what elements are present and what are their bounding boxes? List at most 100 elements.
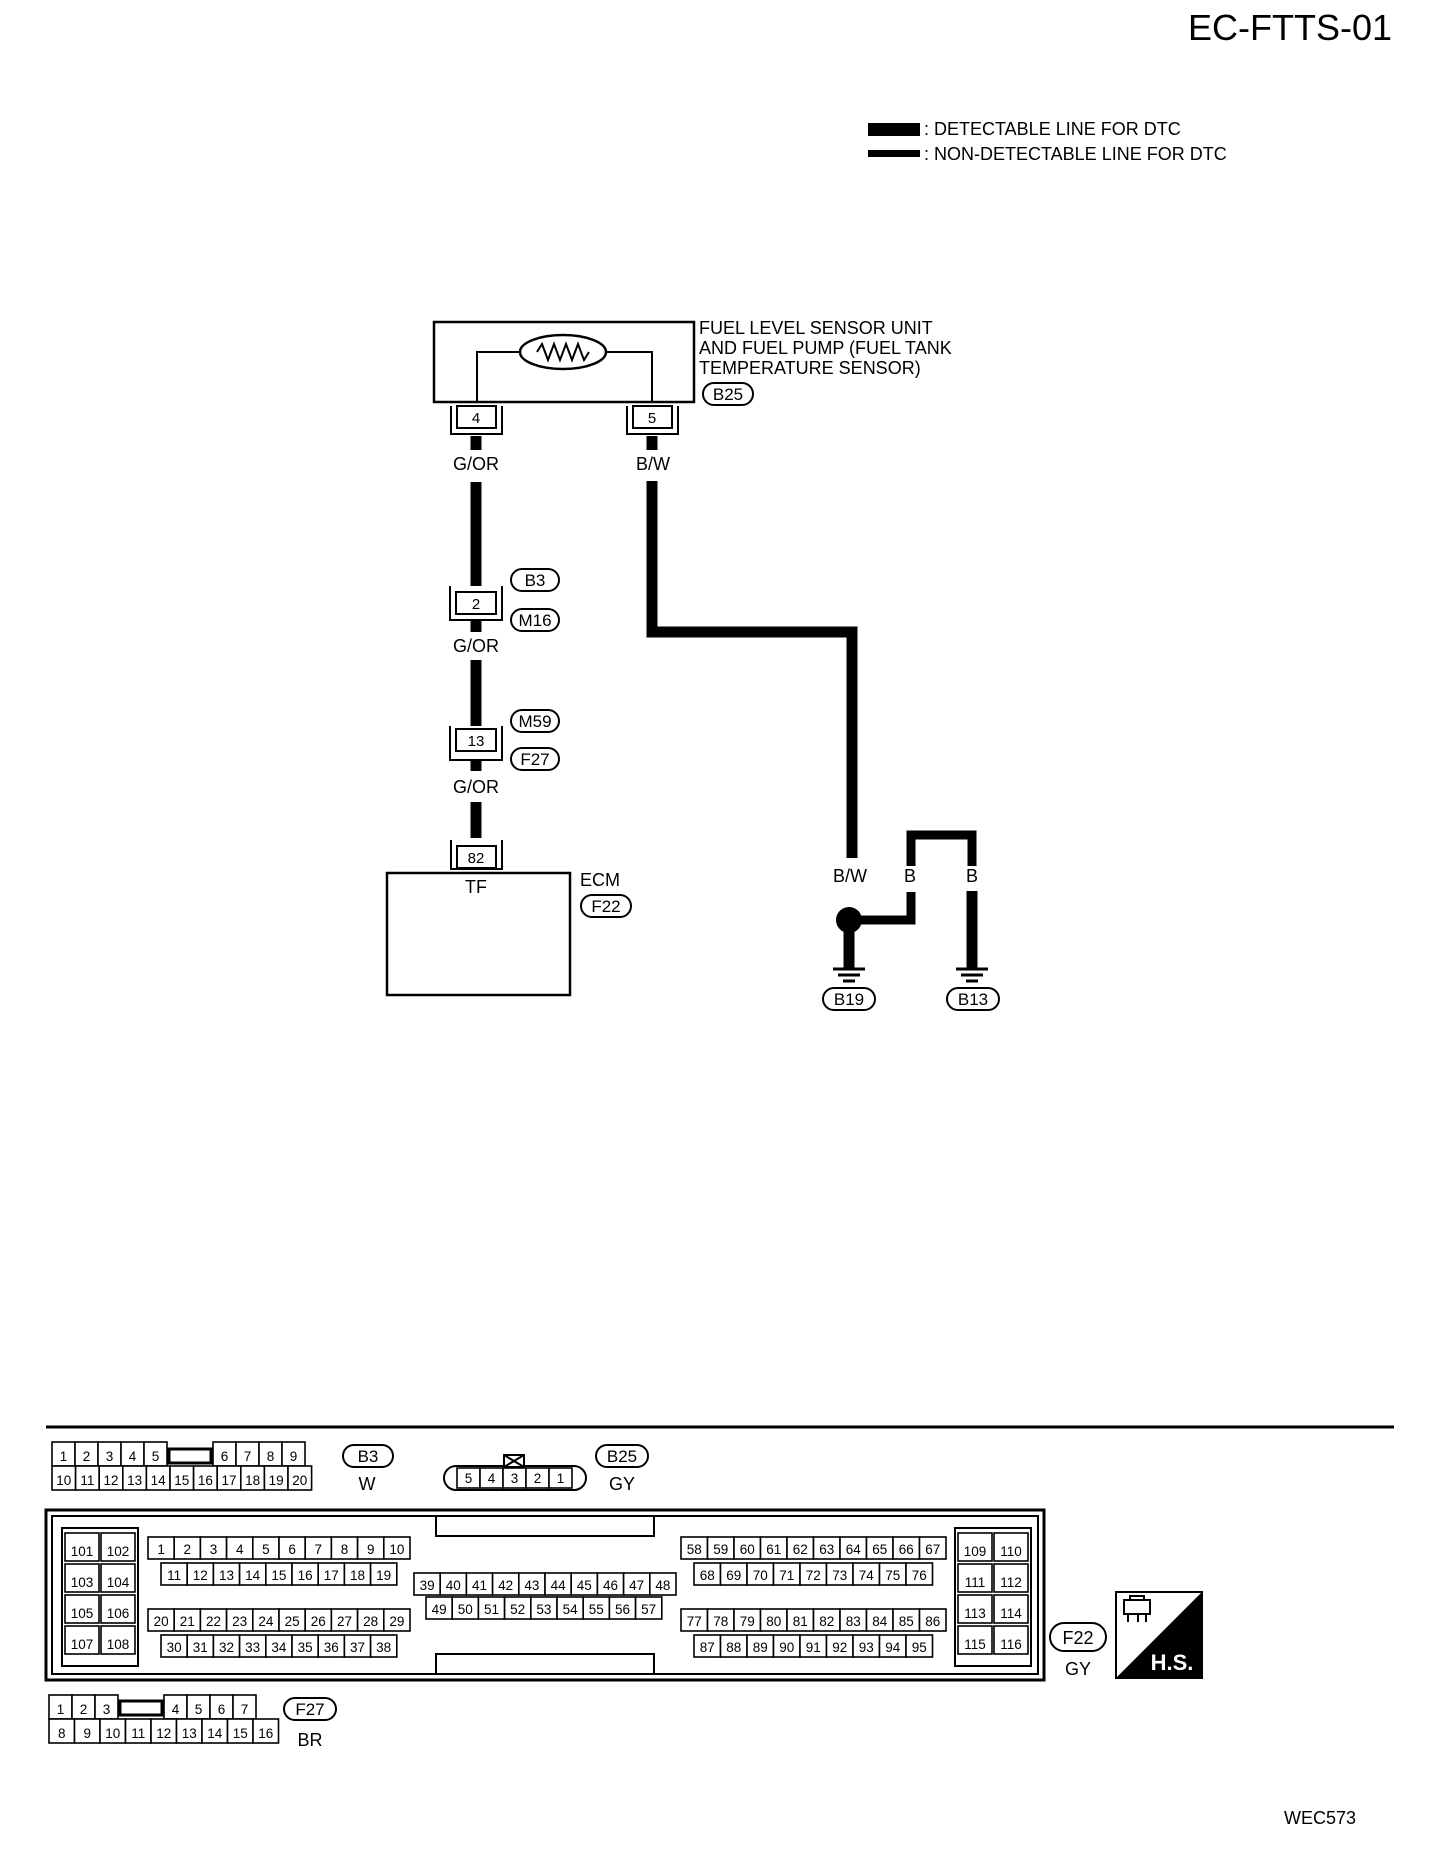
f22-pin-label: 5	[262, 1542, 270, 1557]
b25-pin-label: 2	[534, 1471, 542, 1486]
connector-pill-m59	[510, 709, 560, 733]
f22-pin	[369, 1634, 398, 1658]
f22-pin	[905, 1562, 934, 1586]
f22-pin-label: 4	[236, 1542, 244, 1557]
b3-pin-label: 15	[174, 1473, 189, 1488]
sensor-name-line-2: AND FUEL PUMP (FUEL TANK	[699, 338, 952, 358]
legend-non-detectable-swatch	[868, 150, 920, 157]
wire-color-label: B	[904, 866, 916, 886]
f22-pin	[64, 1594, 100, 1624]
f22-pin-label: 56	[615, 1602, 630, 1617]
f22-pin-label: 78	[713, 1614, 728, 1629]
b3-connector-pill-label: B3	[358, 1447, 379, 1466]
legend-detectable-swatch	[868, 123, 920, 136]
ecm-box: 82 TF ECM F22	[385, 840, 632, 997]
f22-pin-label: 93	[859, 1640, 874, 1655]
b3-pin-label: 18	[245, 1473, 260, 1488]
f22-pin-label: 108	[107, 1637, 130, 1652]
f22-pin-label: 15	[271, 1568, 286, 1583]
f22-pin-label: 16	[298, 1568, 313, 1583]
f22-pin-label: 30	[167, 1640, 182, 1655]
f22-right-block	[954, 1527, 1032, 1667]
f22-pin-label: 51	[484, 1602, 499, 1617]
f22-pin-label: 64	[846, 1542, 862, 1557]
f22-pin-label: 47	[629, 1578, 644, 1593]
f27-pin	[124, 1718, 152, 1744]
f22-pin-label: 22	[206, 1614, 221, 1629]
hs-badge-fill	[1116, 1592, 1202, 1678]
f27-pin	[252, 1718, 280, 1744]
svg-text:B19: B19	[834, 990, 864, 1009]
wire-color-label: B	[966, 866, 978, 886]
f22-pin	[100, 1594, 136, 1624]
f22-pin-label: 75	[885, 1568, 900, 1583]
b25-pin-label: 3	[511, 1471, 519, 1486]
sensor-name-line-1: FUEL LEVEL SENSOR UNIT	[699, 318, 933, 338]
f22-pin-label: 26	[311, 1614, 326, 1629]
f27-pin-label: 13	[182, 1726, 197, 1741]
f22-pin-label: 10	[389, 1542, 404, 1557]
f22-pin-label: 107	[71, 1637, 94, 1652]
f27-pin-label: 15	[233, 1726, 248, 1741]
b3-pin-label: 19	[269, 1473, 284, 1488]
f22-pin-label: 18	[350, 1568, 365, 1583]
f22-pin	[369, 1562, 398, 1586]
f22-connector-pill-label: F22	[1062, 1628, 1093, 1648]
f27-pin-label: 9	[83, 1726, 91, 1741]
f22-pin	[100, 1532, 136, 1562]
svg-text:2: 2	[472, 596, 480, 613]
f22-housing-outer	[44, 1508, 1046, 1682]
f22-pin-label: 53	[536, 1602, 551, 1617]
f22-pin-label: 77	[687, 1614, 702, 1629]
ecm-name: ECM	[580, 870, 620, 890]
ecm-pin: 82	[468, 850, 485, 867]
svg-text:F22: F22	[591, 897, 620, 916]
f22-pin-label: 106	[107, 1606, 130, 1621]
sensor-pin-4: 4	[450, 405, 503, 435]
svg-text:5: 5	[648, 410, 656, 427]
f22-color: GY	[1065, 1659, 1091, 1679]
f22-pin-label: 81	[793, 1614, 808, 1629]
sensor-connector-id: B25	[713, 385, 743, 404]
f22-pin-label: 20	[154, 1614, 169, 1629]
f22-pin-label: 12	[193, 1568, 208, 1583]
b3-pin-label: 8	[267, 1449, 275, 1464]
b3-pin-label: 7	[244, 1449, 252, 1464]
ground-pill-b19	[822, 987, 876, 1011]
f22-pin-label: 85	[899, 1614, 914, 1629]
f27-connector-pill	[283, 1697, 337, 1721]
f27-pin-label: 5	[195, 1702, 203, 1717]
legend-detectable-label: : DETECTABLE LINE FOR DTC	[924, 119, 1181, 139]
f22-pin-label: 80	[766, 1614, 781, 1629]
f27-pin-label: 16	[258, 1726, 273, 1741]
sensor-name-line-3: TEMPERATURE SENSOR)	[699, 358, 921, 378]
connector-pill-b3	[510, 568, 560, 592]
f22-pin-label: 19	[376, 1568, 391, 1583]
f22-pin-label: 44	[551, 1578, 567, 1593]
f27-pin	[73, 1718, 101, 1744]
b3-pin-label: 13	[127, 1473, 142, 1488]
f22-pin	[957, 1532, 993, 1562]
b3-pin-label: 6	[221, 1449, 229, 1464]
b3-pin-label: 20	[292, 1473, 307, 1488]
wire-color-label: G/OR	[453, 636, 499, 656]
f22-pin-label: 27	[337, 1614, 352, 1629]
f22-pin	[993, 1563, 1029, 1593]
legend: : DETECTABLE LINE FOR DTC : NON-DETECTAB…	[868, 119, 1227, 164]
f22-pin	[957, 1563, 993, 1593]
b3-pin-label: 11	[80, 1473, 94, 1488]
f27-lock-tab	[118, 1699, 164, 1717]
f27-pin-label: 14	[207, 1726, 223, 1741]
f22-pin	[993, 1532, 1029, 1562]
b25-pin-label: 5	[465, 1471, 473, 1486]
b3-pin-label: 3	[106, 1449, 114, 1464]
fuel-level-sensor-unit: FUEL LEVEL SENSOR UNIT AND FUEL PUMP (FU…	[432, 318, 952, 406]
junction-connector-b3-m16: 2 B3 M16	[449, 568, 560, 632]
f22-pin-label: 67	[925, 1542, 940, 1557]
f22-pin-label: 79	[740, 1614, 755, 1629]
f22-pin	[993, 1594, 1029, 1624]
f22-pin-label: 7	[315, 1542, 323, 1557]
wire-b-w: B/W B/W B B	[636, 436, 978, 970]
f22-pin-label: 24	[258, 1614, 274, 1629]
f22-pin-label: 82	[819, 1614, 834, 1629]
